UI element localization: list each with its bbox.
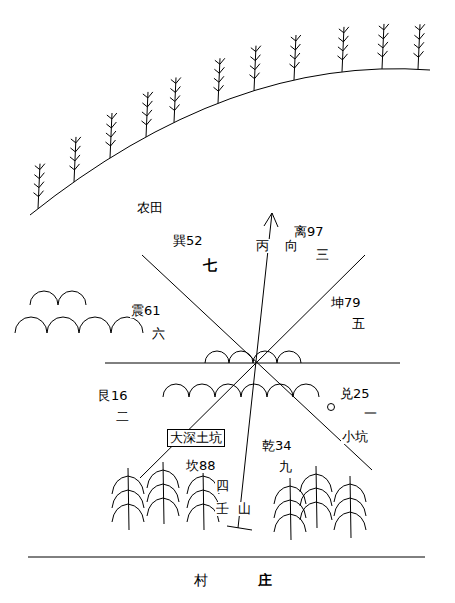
direction-arrow xyxy=(238,213,272,528)
willow-tree xyxy=(147,462,179,524)
map-label: 二 xyxy=(115,410,130,424)
east-west-line xyxy=(105,363,400,364)
tree-symbol xyxy=(338,27,349,72)
map-label: 农田 xyxy=(136,201,164,215)
map-label: 丙 xyxy=(255,239,270,253)
pit-box: 大深土坑 xyxy=(167,429,225,447)
arch-row xyxy=(30,291,86,305)
willow-tree xyxy=(334,476,366,538)
map-label: 六 xyxy=(151,327,166,341)
map-label: 小坑 xyxy=(341,430,369,444)
map-label: 艮16 xyxy=(97,389,129,403)
map-label: 坤79 xyxy=(330,296,362,310)
arch-row xyxy=(163,384,319,397)
willow-tree xyxy=(112,468,144,530)
map-label: 五 xyxy=(351,317,366,331)
map-label: 巽52 xyxy=(172,234,204,248)
tree-symbol xyxy=(214,58,225,103)
map-label: 壬 xyxy=(215,502,230,516)
map-label: 三 xyxy=(315,248,330,262)
map-label: 离97 xyxy=(293,225,325,239)
map-label: 乾34 xyxy=(261,439,293,453)
village-line xyxy=(28,557,425,558)
map-label: 兑25 xyxy=(339,387,371,401)
mountain-tick xyxy=(227,526,252,530)
map-label: 山 xyxy=(237,502,252,516)
willow-trees xyxy=(112,462,366,540)
hill-curve xyxy=(30,69,430,215)
pit-label: 大深土坑 xyxy=(170,430,222,445)
tree-symbol xyxy=(170,77,181,122)
tree-symbol xyxy=(378,24,389,69)
hill-trees xyxy=(34,24,425,209)
arch-row xyxy=(15,317,143,333)
map-label: 庄 xyxy=(257,573,273,588)
tree-symbol xyxy=(250,46,261,91)
map-label: 九 xyxy=(278,460,293,474)
map-label: 坎88 xyxy=(185,459,217,473)
tree-symbol xyxy=(34,164,45,209)
map-label: 七 xyxy=(202,258,218,273)
map-label: 震61 xyxy=(130,304,162,318)
tree-symbol xyxy=(414,24,425,69)
map-label: 村 xyxy=(193,573,209,588)
small-pit-mark xyxy=(328,404,335,411)
willow-tree xyxy=(300,466,332,528)
tree-symbol xyxy=(70,137,81,182)
arch-row xyxy=(205,351,301,363)
tree-symbol xyxy=(290,35,301,80)
arrow-head xyxy=(264,213,278,227)
arch-mounds xyxy=(15,291,319,397)
diagonal-line xyxy=(140,255,365,478)
map-label: 一 xyxy=(363,407,378,421)
map-label: 向 xyxy=(284,239,299,253)
tree-symbol xyxy=(106,113,117,158)
willow-tree xyxy=(187,468,219,530)
map-label: 四 xyxy=(215,479,230,493)
tree-symbol xyxy=(142,92,153,137)
